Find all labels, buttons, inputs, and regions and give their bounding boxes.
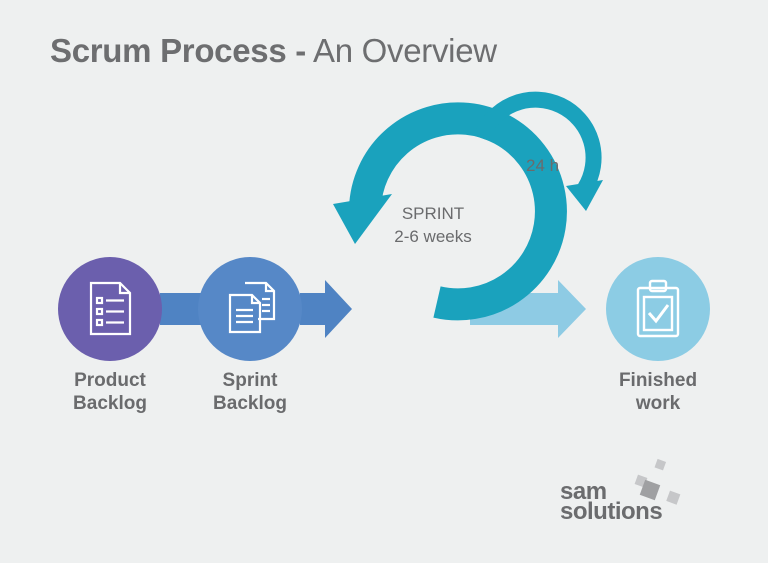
- sprint-backlog-line2: Backlog: [213, 393, 287, 414]
- logo-squares: [634, 458, 681, 505]
- logo-line2: solutions: [560, 498, 663, 525]
- documents-icon: [228, 281, 276, 334]
- sprint-title: SPRINT: [401, 204, 465, 223]
- daily-cycle-arrowhead: [566, 180, 603, 211]
- finished-work-label: Finished work: [598, 369, 718, 415]
- product-backlog-line2: Backlog: [73, 393, 147, 414]
- sam-solutions-logo: sam solutions: [560, 478, 720, 525]
- document-list-icon: [89, 281, 132, 336]
- daily-label: 24 h: [526, 156, 560, 175]
- sprint-cycle-arc: [349, 102, 567, 321]
- finished-work-line2: work: [635, 393, 681, 414]
- connector-bar: [160, 293, 205, 325]
- title-bold: Scrum Process -: [50, 32, 306, 69]
- sprint-duration: 2-6 weeks: [394, 227, 472, 246]
- daily-cycle-arc: [473, 91, 602, 193]
- finished-work-circle: [606, 257, 710, 361]
- sprint-label: SPRINT 2-6 weeks: [378, 202, 488, 248]
- logo-line1: sam: [560, 478, 607, 505]
- sprint-cycle-arrowhead: [333, 194, 392, 244]
- finished-work-line1: Finished: [618, 370, 698, 391]
- page-title: Scrum Process - An Overview: [50, 32, 497, 70]
- clipboard-check-icon: [636, 279, 680, 338]
- title-light: An Overview: [313, 32, 497, 69]
- product-backlog-label: Product Backlog: [55, 369, 165, 415]
- product-backlog-circle: [58, 257, 162, 361]
- product-backlog-line1: Product: [74, 370, 146, 391]
- arrow-to-sprint: [300, 280, 352, 338]
- sprint-backlog-label: Sprint Backlog: [195, 369, 305, 415]
- sprint-backlog-line1: Sprint: [222, 370, 278, 391]
